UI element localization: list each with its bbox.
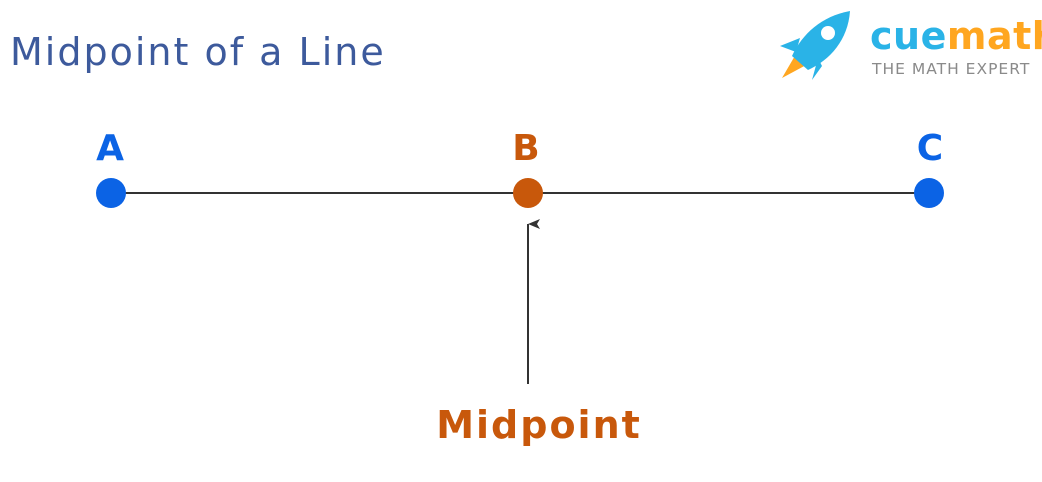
brand-name-part2: math: [946, 14, 1042, 58]
brand-name: cuemath: [870, 14, 1042, 58]
midpoint-annotation: Midpoint: [436, 403, 642, 447]
rocket-window: [821, 26, 835, 40]
rocket-icon: [780, 11, 850, 80]
page-title: Midpoint of a Line: [10, 30, 386, 74]
brand-name-part1: cue: [870, 14, 947, 58]
point-b: [513, 178, 543, 208]
rocket-body: [792, 11, 850, 70]
point-a: [96, 178, 126, 208]
rocket-fin-left: [780, 38, 800, 52]
brand-tagline: THE MATH EXPERT: [872, 60, 1031, 78]
label-b: B: [512, 128, 539, 169]
label-c: C: [917, 128, 943, 169]
label-a: A: [96, 128, 124, 169]
brand-logo: cuemath THE MATH EXPERT: [778, 8, 1042, 84]
point-c: [914, 178, 944, 208]
